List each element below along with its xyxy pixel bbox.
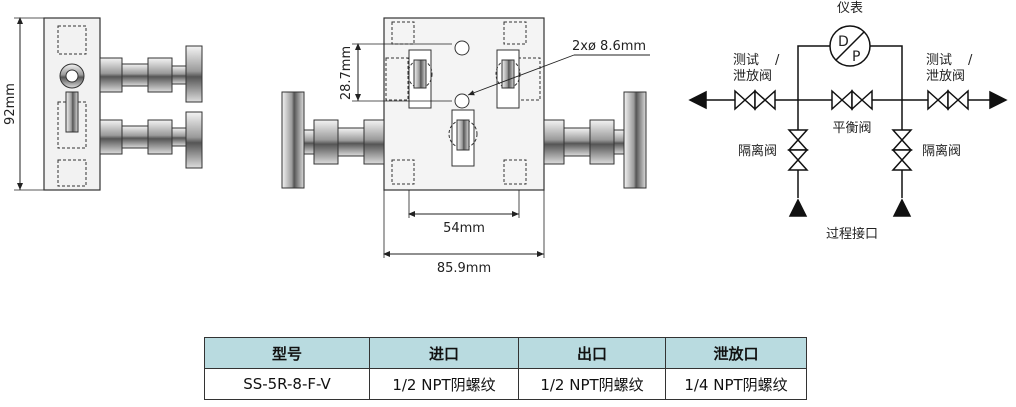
- test-vent-right-slash: /: [968, 53, 973, 68]
- gauge-label: 仪表: [837, 1, 863, 16]
- test-vent-valve-right-icon: [927, 89, 969, 111]
- right-arrow-icon: [989, 90, 1008, 110]
- balance-valve-icon: [831, 89, 873, 111]
- cell-outlet: 1/2 NPT阴螺纹: [518, 368, 666, 400]
- vertical-spacing-label: 28.7mm: [339, 46, 354, 100]
- header-model: 型号: [204, 337, 370, 369]
- gauge-symbol-p: P: [852, 49, 860, 65]
- gauge-symbol-d: D: [838, 34, 849, 50]
- spec-table: 型号 进口 出口 泄放口 SS-5R-8-F-V 1/2 NPT阴螺纹 1/2 …: [204, 337, 807, 400]
- left-arrow-icon: [688, 90, 707, 110]
- outer-width-label: 85.9mm: [437, 261, 491, 276]
- balance-valve-label: 平衡阀: [832, 121, 871, 136]
- inner-width-label: 54mm: [443, 221, 485, 236]
- test-vent-right-label-2: 泄放阀: [926, 69, 965, 84]
- process-connection-label: 过程接口: [826, 226, 878, 242]
- valve-schematic: 仪表 D P: [688, 1, 1008, 217]
- height-dimension-label: 92mm: [3, 83, 18, 125]
- header-inlet: 进口: [369, 337, 519, 369]
- process-connection-left-icon: [788, 198, 808, 217]
- process-connection-right-icon: [892, 198, 912, 217]
- header-vent: 泄放口: [665, 337, 807, 369]
- test-vent-left-slash: /: [775, 53, 780, 68]
- isolation-valve-left-icon: [787, 129, 809, 171]
- cell-model: SS-5R-8-F-V: [204, 368, 370, 400]
- technical-drawing: 92mm: [3, 1, 1008, 276]
- side-view: 92mm: [3, 17, 203, 191]
- test-vent-valve-left-icon: [734, 89, 776, 111]
- front-view: 28.7mm 2xø 8.6mm 54mm 85.9mm: [281, 17, 650, 276]
- isolation-valve-right-icon: [891, 129, 913, 171]
- hole-callout-label: 2xø 8.6mm: [572, 39, 646, 54]
- cell-vent: 1/4 NPT阴螺纹: [665, 368, 807, 400]
- isolation-left-label: 隔离阀: [738, 143, 777, 159]
- test-vent-left-label-1: 测试: [733, 53, 759, 68]
- table-header-row: 型号 进口 出口 泄放口: [204, 337, 807, 369]
- table-row: SS-5R-8-F-V 1/2 NPT阴螺纹 1/2 NPT阴螺纹 1/4 NP…: [204, 368, 807, 400]
- cell-inlet: 1/2 NPT阴螺纹: [369, 368, 519, 400]
- header-outlet: 出口: [518, 337, 666, 369]
- test-vent-right-label-1: 测试: [926, 53, 952, 68]
- isolation-right-label: 隔离阀: [922, 143, 961, 159]
- test-vent-left-label-2: 泄放阀: [733, 69, 772, 84]
